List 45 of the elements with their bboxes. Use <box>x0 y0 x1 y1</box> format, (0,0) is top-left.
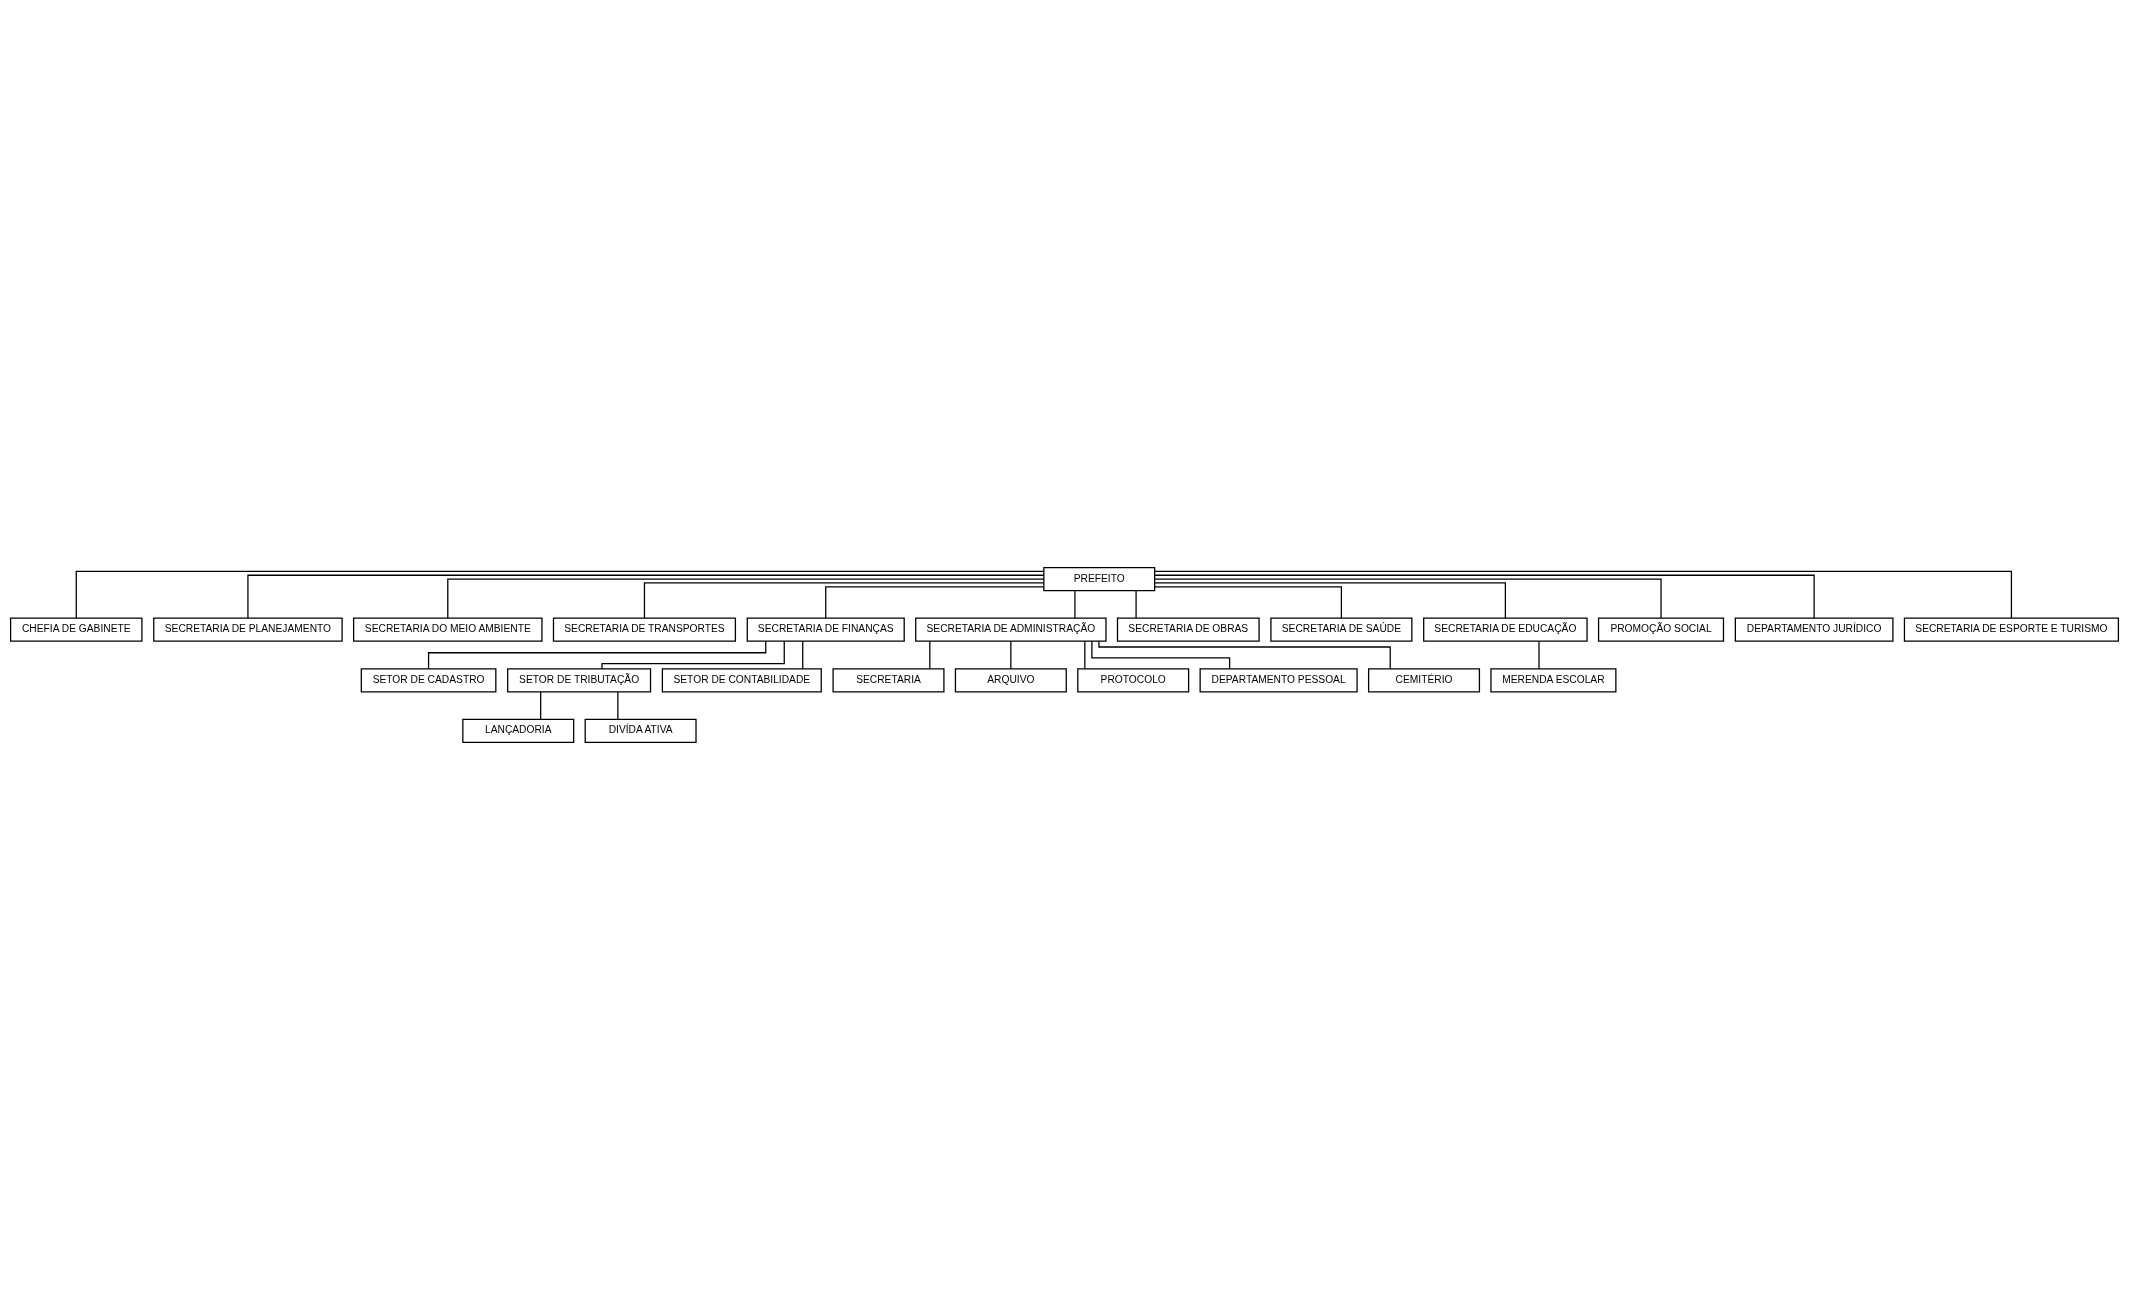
connector <box>447 578 1045 619</box>
node-box: SECRETARIA DO MEIO AMBIENTE <box>353 617 543 642</box>
connector <box>1154 570 2013 619</box>
node-box: MERENDA ESCOLAR <box>1490 668 1617 693</box>
node-box: SETOR DE CONTABILIDADE <box>661 668 822 693</box>
connector <box>929 640 931 670</box>
connector <box>75 570 1045 619</box>
node-box: PROTOCOLO <box>1077 668 1190 693</box>
node-box: CEMITÉRIO <box>1367 668 1481 693</box>
connector <box>1154 582 1506 619</box>
node-box: DIVÍDA ATIVA <box>584 718 697 744</box>
node-box: SECRETARIA DE OBRAS <box>1116 617 1260 642</box>
connector <box>1074 590 1076 619</box>
node-box: SECRETARIA DE ESPORTE E TURISMO <box>1903 617 2120 642</box>
connector <box>825 586 1045 619</box>
connector <box>1154 578 1662 619</box>
connector <box>247 574 1045 619</box>
node-box: PROMOÇÃO SOCIAL <box>1597 617 1725 642</box>
node-box: SECRETARIA DE TRANSPORTES <box>552 617 737 642</box>
connector <box>1135 590 1137 619</box>
connector <box>1010 640 1012 670</box>
connector <box>1154 586 1343 619</box>
node-box: SETOR DE CADASTRO <box>360 668 497 693</box>
connector <box>1538 640 1540 670</box>
connector <box>802 640 804 670</box>
connector <box>540 691 542 720</box>
node-box: SECRETARIA DE ADMINISTRAÇÃO <box>915 617 1107 642</box>
connector <box>1091 640 1231 670</box>
connector <box>1154 574 1815 619</box>
node-box: SETOR DE TRIBUTAÇÃO <box>507 668 652 693</box>
node-box: CHEFIA DE GABINETE <box>9 617 143 642</box>
node-box: SECRETARIA <box>832 668 945 693</box>
connector <box>1084 640 1086 670</box>
node-box: SECRETARIA DE FINANÇAS <box>746 617 905 642</box>
node-box: DEPARTAMENTO PESSOAL <box>1199 668 1358 693</box>
node-box: LANÇADORIA <box>462 718 575 744</box>
node-box: SECRETARIA DE SAÚDE <box>1270 617 1413 642</box>
node-box: DEPARTAMENTO JURÍDICO <box>1734 617 1894 642</box>
node-box: SECRETARIA DE EDUCAÇÃO <box>1423 617 1588 642</box>
node-box: PREFEITO <box>1043 566 1156 592</box>
node-box: SECRETARIA DE PLANEJAMENTO <box>153 617 343 642</box>
connector <box>617 691 619 720</box>
connector <box>643 582 1045 619</box>
connector <box>601 640 785 670</box>
node-box: ARQUIVO <box>954 668 1067 693</box>
